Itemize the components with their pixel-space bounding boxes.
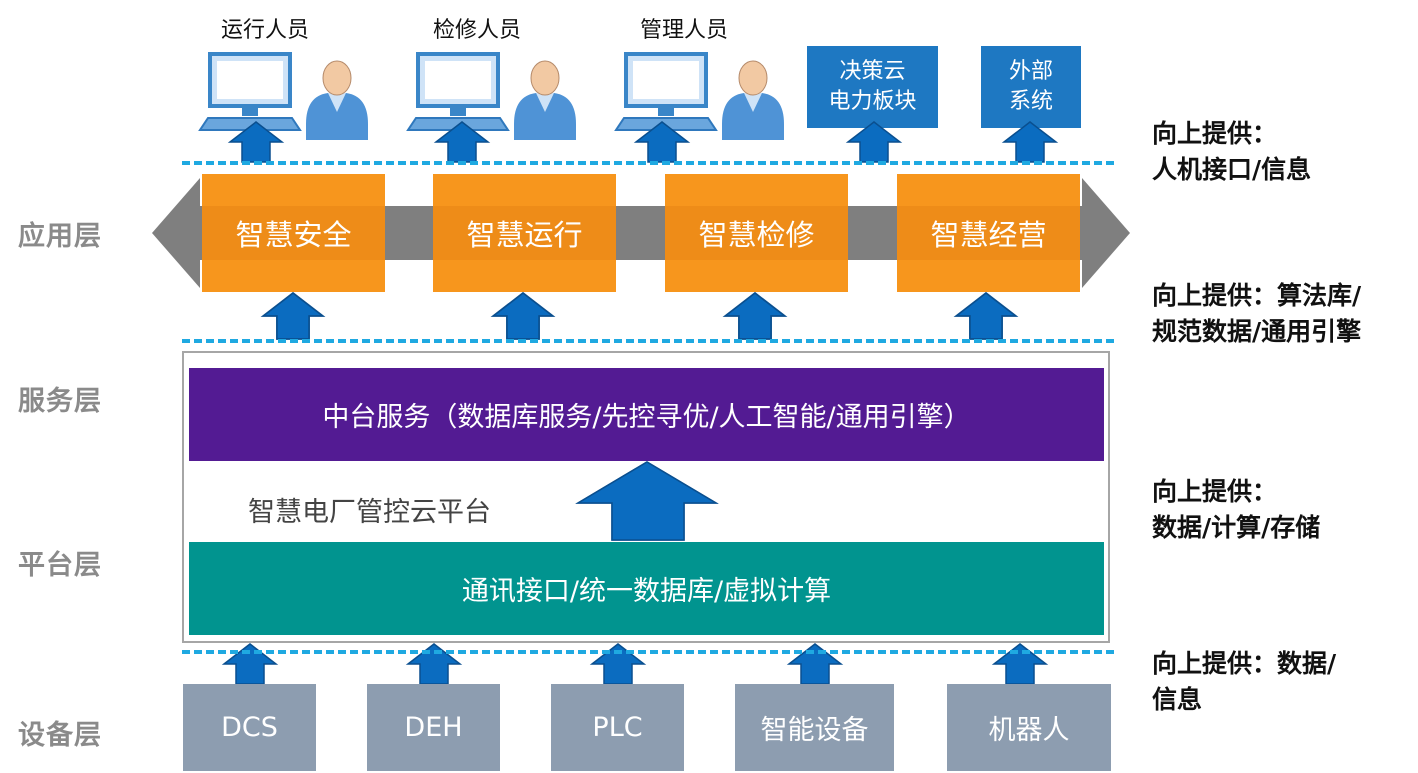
user-label-maintenance: 检修人员 (433, 18, 522, 43)
computer-icon (614, 52, 718, 132)
app-box-business: 智慧经营 (897, 174, 1080, 292)
arrow-up-icon (724, 292, 786, 340)
note-interface: 向上提供：人机接口/信息 (1152, 119, 1312, 184)
platform-title: 智慧电厂管控云平台 (248, 497, 491, 528)
note-algorithm: 向上提供：算法库/规范数据/通用引擎 (1152, 281, 1362, 346)
arrow-up-icon (492, 292, 554, 340)
separator-dashed (182, 161, 1114, 165)
app-box-operation: 智慧运行 (433, 174, 616, 292)
arrow-up-icon (847, 121, 901, 163)
band-left-arrow (152, 178, 200, 288)
person-icon (721, 60, 785, 141)
external-system-box: 外部系统 (981, 46, 1081, 128)
layer-label-platform: 平台层 (18, 550, 102, 581)
arrow-up-icon (955, 292, 1017, 340)
arrow-up-icon (1003, 121, 1057, 163)
device-smart: 智能设备 (735, 684, 894, 771)
app-box-maintenance: 智慧检修 (665, 174, 848, 292)
arrow-up-icon (262, 292, 324, 340)
computer-icon (406, 52, 510, 132)
band-right-arrow (1082, 178, 1130, 288)
user-label-operation: 运行人员 (221, 18, 310, 43)
note-compute: 向上提供：数据/计算/存储 (1152, 477, 1321, 542)
person-icon (513, 60, 577, 141)
layer-label-application: 应用层 (18, 221, 102, 252)
note-data: 向上提供：数据/信息 (1152, 649, 1337, 714)
separator-dashed (182, 650, 1114, 654)
app-box-safety: 智慧安全 (202, 174, 385, 292)
base-bar: 通讯接口/统一数据库/虚拟计算 (189, 542, 1104, 635)
person-icon (305, 60, 369, 141)
layer-label-device: 设备层 (18, 720, 102, 751)
separator-dashed (182, 339, 1114, 343)
external-cloud-box: 决策云电力板块 (807, 46, 938, 128)
user-label-management: 管理人员 (640, 18, 729, 43)
device-robot: 机器人 (947, 684, 1111, 771)
service-bar: 中台服务（数据库服务/先控寻优/人工智能/通用引擎） (189, 368, 1104, 461)
computer-icon (198, 52, 302, 132)
layer-label-service: 服务层 (18, 386, 102, 417)
device-plc: PLC (551, 684, 684, 771)
device-dcs: DCS (183, 684, 316, 771)
device-deh: DEH (367, 684, 500, 771)
platform-frame (182, 351, 1110, 643)
